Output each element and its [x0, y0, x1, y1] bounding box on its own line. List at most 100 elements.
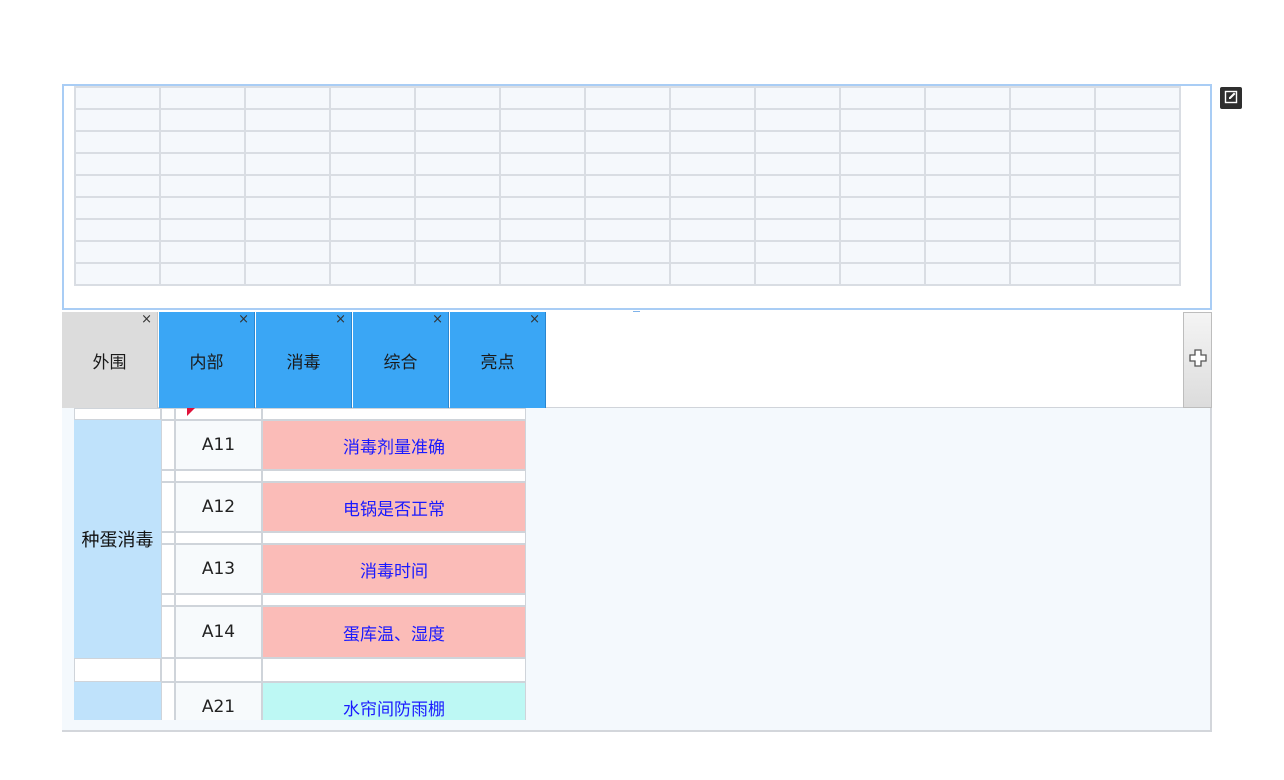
- grid-cell[interactable]: [839, 174, 926, 198]
- grid-cell[interactable]: [499, 218, 586, 242]
- grid-cell[interactable]: [754, 240, 841, 264]
- grid-cell[interactable]: [669, 108, 756, 132]
- grid-cell[interactable]: [924, 152, 1011, 176]
- grid-cell[interactable]: [839, 262, 926, 286]
- grid-cell[interactable]: [669, 174, 756, 198]
- grid-cell[interactable]: [244, 218, 331, 242]
- grid-cell[interactable]: [414, 152, 501, 176]
- grid-cell[interactable]: [414, 130, 501, 154]
- grid-cell[interactable]: [1009, 218, 1096, 242]
- grid-cell[interactable]: [924, 262, 1011, 286]
- add-tab-button[interactable]: [1183, 312, 1212, 408]
- grid-cell[interactable]: [159, 262, 246, 286]
- close-icon[interactable]: ×: [238, 312, 249, 327]
- grid-cell[interactable]: [414, 218, 501, 242]
- grid-cell[interactable]: [74, 218, 161, 242]
- narrow-cell[interactable]: [161, 482, 175, 532]
- grid-cell[interactable]: [414, 108, 501, 132]
- grid-cell[interactable]: [584, 152, 671, 176]
- grid-cell[interactable]: [754, 130, 841, 154]
- grid-cell[interactable]: [584, 240, 671, 264]
- grid-cell[interactable]: [924, 218, 1011, 242]
- gap-cell[interactable]: [161, 658, 175, 682]
- grid-cell[interactable]: [584, 86, 671, 110]
- grid-cell[interactable]: [1094, 86, 1181, 110]
- grid-cell[interactable]: [1009, 130, 1096, 154]
- grid-cell[interactable]: [1094, 174, 1181, 198]
- grid-cell[interactable]: [499, 174, 586, 198]
- grid-cell[interactable]: [244, 152, 331, 176]
- tab-neibu[interactable]: 内部 ×: [159, 312, 255, 408]
- grid-cell[interactable]: [159, 108, 246, 132]
- code-cell[interactable]: A21: [175, 682, 262, 720]
- grid-cell[interactable]: [414, 262, 501, 286]
- grid-cell[interactable]: [1009, 86, 1096, 110]
- gap-cell[interactable]: [175, 594, 262, 606]
- grid-cell[interactable]: [754, 86, 841, 110]
- grid-cell[interactable]: [754, 262, 841, 286]
- grid-cell[interactable]: [159, 218, 246, 242]
- grid-cell[interactable]: [414, 196, 501, 220]
- gap-cell[interactable]: [262, 470, 526, 482]
- grid-cell[interactable]: [74, 262, 161, 286]
- gap-cell[interactable]: [262, 658, 526, 682]
- grid-cell[interactable]: [584, 218, 671, 242]
- gap-cell[interactable]: [175, 470, 262, 482]
- grid-cell[interactable]: [754, 108, 841, 132]
- grid-cell[interactable]: [329, 152, 416, 176]
- grid-cell[interactable]: [1094, 152, 1181, 176]
- grid-cell[interactable]: [924, 196, 1011, 220]
- item-cell[interactable]: 电锅是否正常: [262, 482, 526, 532]
- grid-cell[interactable]: [839, 130, 926, 154]
- grid-cell[interactable]: [74, 130, 161, 154]
- tab-liangdian[interactable]: 亮点 ×: [450, 312, 546, 408]
- narrow-cell[interactable]: [161, 594, 175, 606]
- grid-cell[interactable]: [1094, 262, 1181, 286]
- grid-cell[interactable]: [669, 130, 756, 154]
- grid-cell[interactable]: [499, 130, 586, 154]
- grid-cell[interactable]: [924, 240, 1011, 264]
- narrow-cell[interactable]: [161, 532, 175, 544]
- narrow-cell[interactable]: [161, 470, 175, 482]
- grid-cell[interactable]: [499, 152, 586, 176]
- gap-cell[interactable]: [262, 594, 526, 606]
- category-cell[interactable]: 种蛋消毒: [74, 420, 161, 658]
- grid-cell[interactable]: [1094, 240, 1181, 264]
- close-icon[interactable]: ×: [335, 312, 346, 327]
- code-cell[interactable]: A14: [175, 606, 262, 658]
- edit-button[interactable]: [1220, 87, 1242, 109]
- gap-cell[interactable]: [175, 532, 262, 544]
- grid-cell[interactable]: [754, 218, 841, 242]
- grid-cell[interactable]: [159, 152, 246, 176]
- close-icon[interactable]: ×: [529, 312, 540, 327]
- grid-cell[interactable]: [1009, 174, 1096, 198]
- grid-cell[interactable]: [329, 196, 416, 220]
- grid-cell[interactable]: [499, 240, 586, 264]
- grid-cell[interactable]: [1009, 152, 1096, 176]
- top-grid-area[interactable]: [62, 84, 1212, 310]
- grid-cell[interactable]: [499, 108, 586, 132]
- grid-cell[interactable]: [669, 240, 756, 264]
- grid-cell[interactable]: [159, 86, 246, 110]
- grid-cell[interactable]: [839, 152, 926, 176]
- grid-cell[interactable]: [839, 218, 926, 242]
- grid-cell[interactable]: [1009, 108, 1096, 132]
- grid-cell[interactable]: [159, 240, 246, 264]
- narrow-cell[interactable]: [161, 606, 175, 658]
- grid-cell[interactable]: [1009, 196, 1096, 220]
- grid-cell[interactable]: [839, 240, 926, 264]
- grid-cell[interactable]: [839, 86, 926, 110]
- grid-cell[interactable]: [584, 262, 671, 286]
- grid-cell[interactable]: [74, 152, 161, 176]
- grid-cell[interactable]: [669, 262, 756, 286]
- grid-cell[interactable]: [74, 174, 161, 198]
- grid-cell[interactable]: [584, 174, 671, 198]
- grid-cell[interactable]: [74, 86, 161, 110]
- grid-cell[interactable]: [329, 174, 416, 198]
- grid-cell[interactable]: [1094, 218, 1181, 242]
- gap-cell[interactable]: [74, 658, 161, 682]
- grid-cell[interactable]: [924, 130, 1011, 154]
- grid-cell[interactable]: [74, 196, 161, 220]
- grid-cell[interactable]: [329, 108, 416, 132]
- grid-cell[interactable]: [584, 130, 671, 154]
